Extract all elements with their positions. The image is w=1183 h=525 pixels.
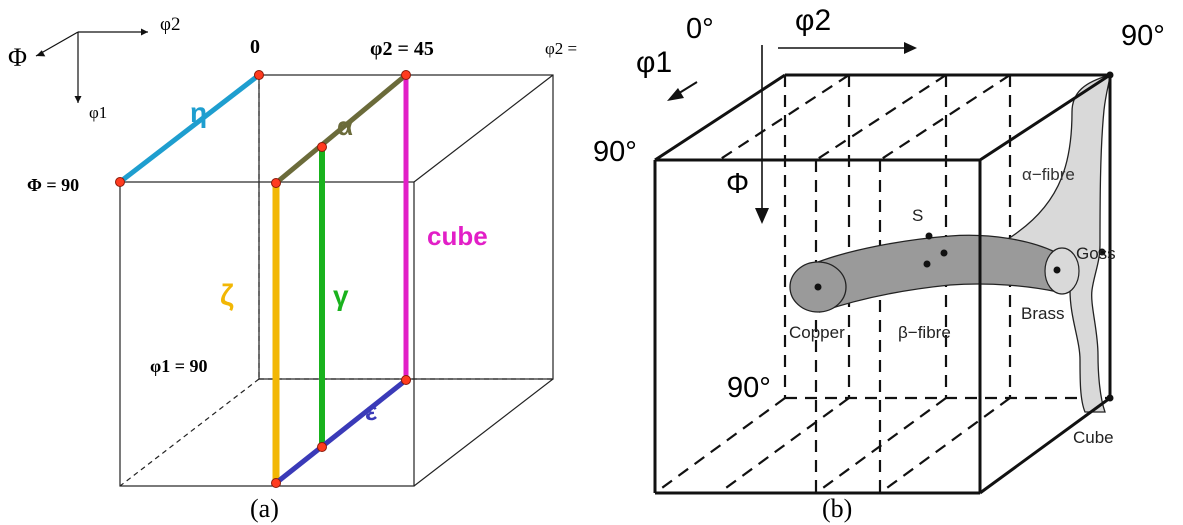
epsilon-label: ε — [365, 396, 377, 426]
alpha-fibre-sheet — [959, 74, 1111, 413]
panel-b: 0° φ2 φ1 90° 90° Φ 90° — [593, 4, 1165, 523]
zero-label: 0 — [250, 36, 260, 58]
left-angle-label: 90° — [593, 136, 637, 168]
goss-label: Goss — [1076, 244, 1116, 263]
S-point — [925, 232, 933, 240]
axes-indicator-a: φ2 Φ φ1 — [8, 14, 180, 122]
goss-end-cap — [1044, 247, 1080, 295]
panel-a: φ2 Φ φ1 — [8, 14, 577, 523]
component-points-b — [814, 71, 1114, 402]
phi2-arrowhead-icon — [141, 28, 148, 36]
front-face — [119, 181, 415, 487]
node — [254, 70, 264, 80]
phi2-axis-label-b: φ2 — [795, 4, 831, 37]
copper-point — [814, 283, 822, 291]
phi1-axis-label-b: φ1 — [636, 46, 672, 79]
caption-b: (b) — [822, 494, 852, 523]
zeta-label: ζ — [220, 279, 234, 312]
S-label: S — [912, 206, 923, 225]
fibres-a — [118, 73, 409, 485]
node — [401, 375, 411, 385]
phi1-axis-label: φ1 — [89, 103, 107, 122]
phi1-arrowhead-icon — [74, 96, 82, 103]
brass-label: Brass — [1021, 304, 1064, 323]
point — [940, 249, 948, 257]
edge-top-right — [413, 74, 554, 183]
phi2-45-label: φ2 = 45 — [370, 38, 434, 60]
alpha-fibre-label: α−fibre — [1022, 165, 1075, 184]
Phi-axis-label-b: Φ — [726, 168, 749, 200]
bottom-angle-label: 90° — [727, 372, 771, 404]
top-right-angle-label: 90° — [1121, 20, 1165, 52]
point — [1098, 248, 1106, 256]
cube-frame-b — [653, 73, 1112, 495]
eta-label: η — [190, 97, 207, 128]
beta-fibre-label: β−fibre — [898, 323, 951, 342]
point — [1106, 71, 1114, 79]
beta-fibre-tube — [817, 234, 1067, 313]
fibre-nodes-a — [115, 70, 411, 488]
phi1-arrowhead-icon-b — [667, 88, 684, 101]
alpha-label: α — [337, 111, 353, 141]
Phi-axis-label: Φ — [8, 43, 27, 72]
phi2-cut-label: φ2 = — [545, 39, 577, 58]
phi1-90-label: φ1 = 90 — [150, 356, 208, 376]
goss-point — [1053, 266, 1061, 274]
copper-label: Copper — [789, 323, 845, 342]
node — [115, 177, 125, 187]
node — [317, 142, 327, 152]
node — [317, 442, 327, 452]
hidden-edge-depth — [119, 378, 260, 487]
alpha-fibre-line — [274, 73, 408, 185]
cube-label: cube — [427, 221, 488, 251]
phi2-axis-label: φ2 — [160, 14, 180, 35]
cube-point — [1106, 394, 1114, 402]
caption-a: (a) — [250, 494, 279, 523]
Phi-axis-arrow — [35, 31, 79, 57]
Phi-90-label: Φ = 90 — [27, 175, 79, 195]
epsilon-fibre-line — [274, 378, 408, 485]
Phi-arrowhead-icon — [36, 50, 46, 57]
cube-label-b: Cube — [1073, 428, 1114, 447]
phi2-arrowhead-icon-b — [904, 42, 917, 54]
node — [271, 178, 281, 188]
node — [271, 478, 281, 488]
eta-fibre-line — [118, 73, 261, 184]
Phi-arrowhead-icon-b — [755, 208, 769, 224]
point — [923, 260, 931, 268]
origin-angle-label: 0° — [686, 13, 714, 45]
gamma-label: γ — [333, 280, 349, 311]
node — [401, 70, 411, 80]
edge-bottom-right — [413, 378, 554, 487]
